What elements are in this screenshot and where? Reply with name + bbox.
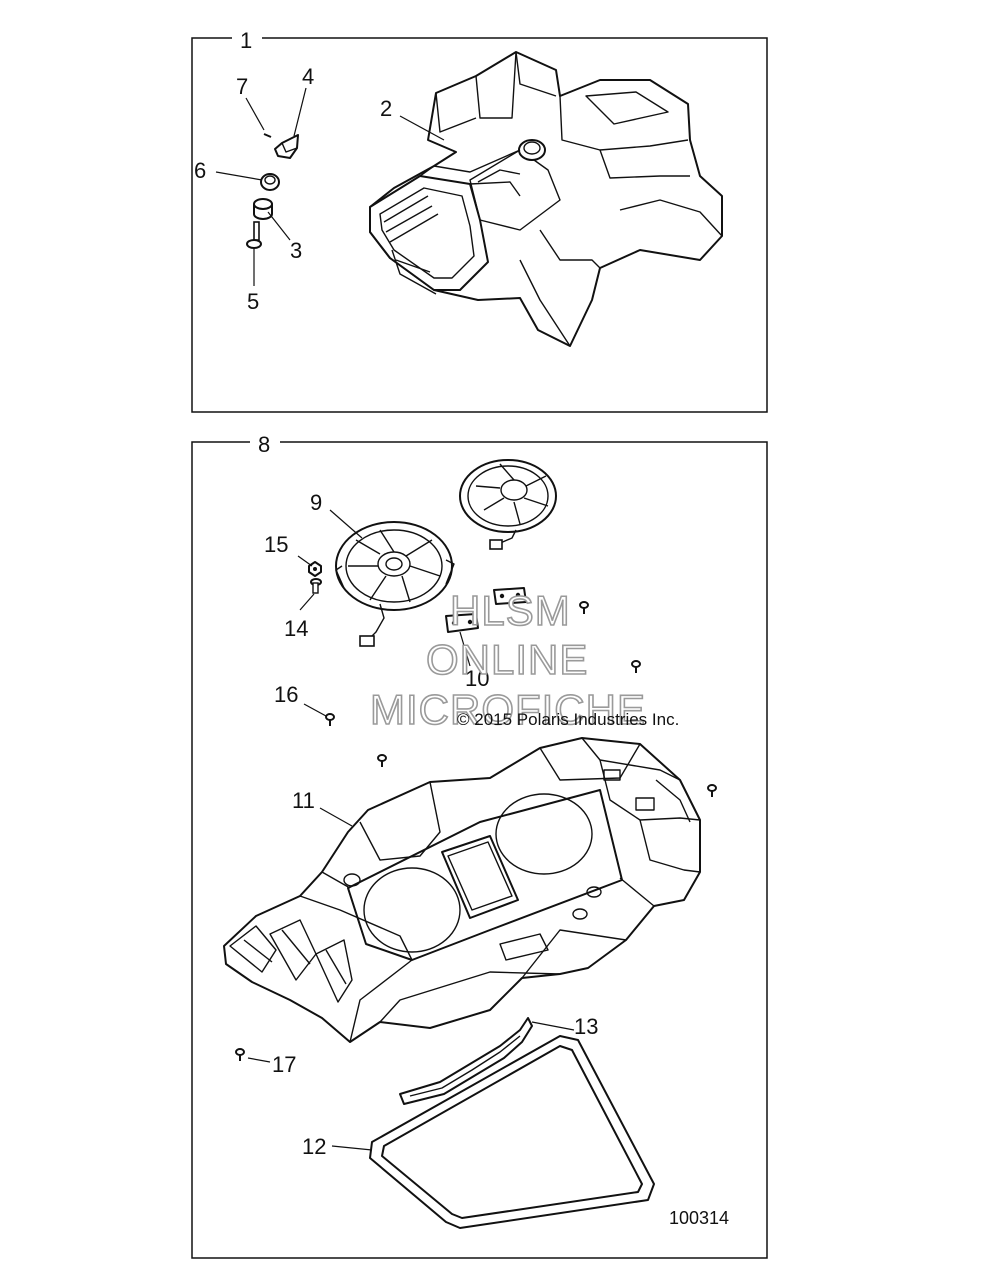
part-12-gasket [369, 1035, 655, 1229]
section-8-callouts: 8 9 10 11 12 13 14 15 16 17 [258, 432, 598, 1159]
part-17-screw [235, 1048, 245, 1061]
part-6-grommet [260, 173, 280, 191]
section-1-leaders [215, 87, 445, 286]
section-1-callouts: 1 2 3 4 5 6 7 [194, 28, 392, 314]
copyright-notice: © 2015 Polaris Industries Inc. [457, 710, 679, 729]
callout-15: 15 [264, 532, 288, 557]
callout-14: 14 [284, 616, 308, 641]
part-16-screw [325, 713, 335, 726]
callout-10: 10 [465, 666, 489, 691]
callout-9: 9 [310, 490, 322, 515]
callout-17: 17 [272, 1052, 296, 1077]
section-8-frame [191, 441, 768, 1259]
watermark-line-3: MICROFICHE [370, 686, 646, 733]
callout-5: 5 [247, 289, 259, 314]
callout-11: 11 [292, 788, 315, 813]
part-fan-second [459, 459, 557, 550]
part-7-pin [263, 133, 272, 138]
section-1-frame [191, 37, 768, 413]
watermark: HLSM ONLINE MICROFICHE [369, 586, 646, 734]
callout-1: 1 [240, 28, 252, 53]
callout-13: 13 [574, 1014, 598, 1039]
part-4-latch [274, 134, 299, 159]
section-8-leaders [247, 509, 575, 1151]
part-9-fan [335, 521, 455, 647]
callout-16: 16 [274, 682, 298, 707]
watermark-line-1: HLSM [450, 587, 571, 634]
callout-12: 12 [302, 1134, 326, 1159]
part-11-rear-housing [223, 737, 701, 1043]
part-14-screw [310, 578, 322, 594]
callout-8: 8 [258, 432, 270, 457]
callout-2: 2 [380, 96, 392, 121]
part-2-front-cover [369, 51, 723, 347]
part-13-seal-strip [399, 1017, 533, 1105]
callout-6: 6 [194, 158, 206, 183]
part-3-spacer [253, 198, 273, 220]
watermark-line-2: ONLINE [426, 636, 588, 683]
part-15-nut [308, 561, 322, 577]
part-5-bolt [246, 221, 262, 249]
callout-7: 7 [236, 74, 248, 99]
figure-id: 100314 [669, 1208, 729, 1228]
part-screws-misc [377, 601, 717, 797]
callout-3: 3 [290, 238, 302, 263]
part-10-bracket [445, 587, 527, 633]
callout-4: 4 [302, 64, 314, 89]
